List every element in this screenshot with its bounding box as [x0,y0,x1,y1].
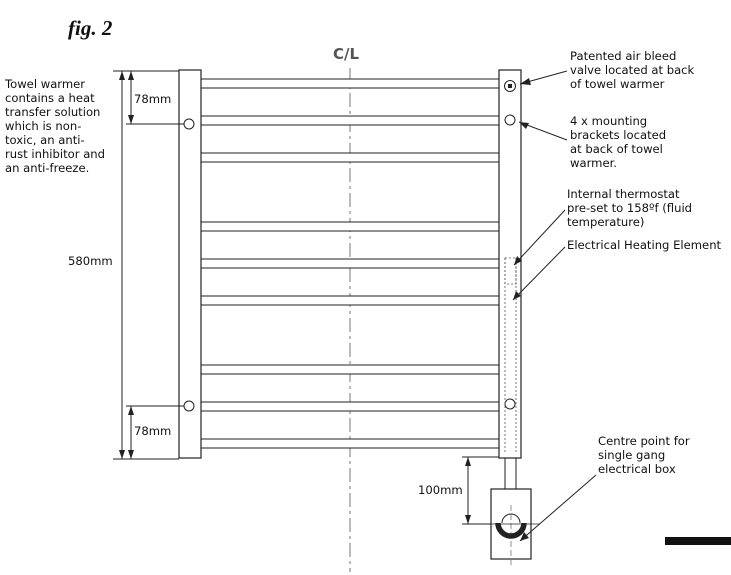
bar [200,364,500,375]
heating-bars [200,78,500,449]
bracket-circle [504,398,516,410]
bleed-valve [504,80,516,92]
note-centre-point: Centre point for single gang electrical … [598,434,693,476]
bar [200,438,500,449]
note-mounting-brackets: 4 x mounting brackets located at back of… [570,114,670,170]
thermostat [504,257,517,285]
note-heating-element: Electrical Heating Element [567,238,722,252]
note-heat-transfer: Towel warmer contains a heat transfer so… [4,77,109,175]
electrical-box [490,488,540,568]
mounting-brackets [183,114,516,412]
right-rail [498,69,522,459]
dim-bottom-spacing: 78mm [134,424,171,438]
bracket-circle [183,118,195,130]
note-bleed-valve: Patented air bleed valve located at back… [570,49,698,91]
dimension-arrows [119,71,134,459]
bracket-circle [504,114,516,126]
bar [200,221,500,232]
bar [200,258,500,269]
centerline-label: C/L [333,45,359,63]
scale-bar [665,537,731,545]
dim-total-height: 580mm [68,254,113,268]
bar [200,152,500,163]
bar [200,115,500,126]
bar [200,295,500,306]
bracket-circle [183,400,195,412]
heating-element [504,257,517,452]
bar [200,401,500,412]
left-rail [178,69,202,459]
figure-label: fig. 2 [68,16,113,40]
dimension-lines [113,70,184,460]
bar [200,78,500,89]
note-thermostat: Internal thermostat pre-set to 158ºf (fl… [567,187,696,229]
dim-top-spacing: 78mm [134,92,171,106]
drop-dimension [462,456,499,525]
leader-arrowheads [513,78,531,541]
dim-drop: 100mm [418,483,463,497]
